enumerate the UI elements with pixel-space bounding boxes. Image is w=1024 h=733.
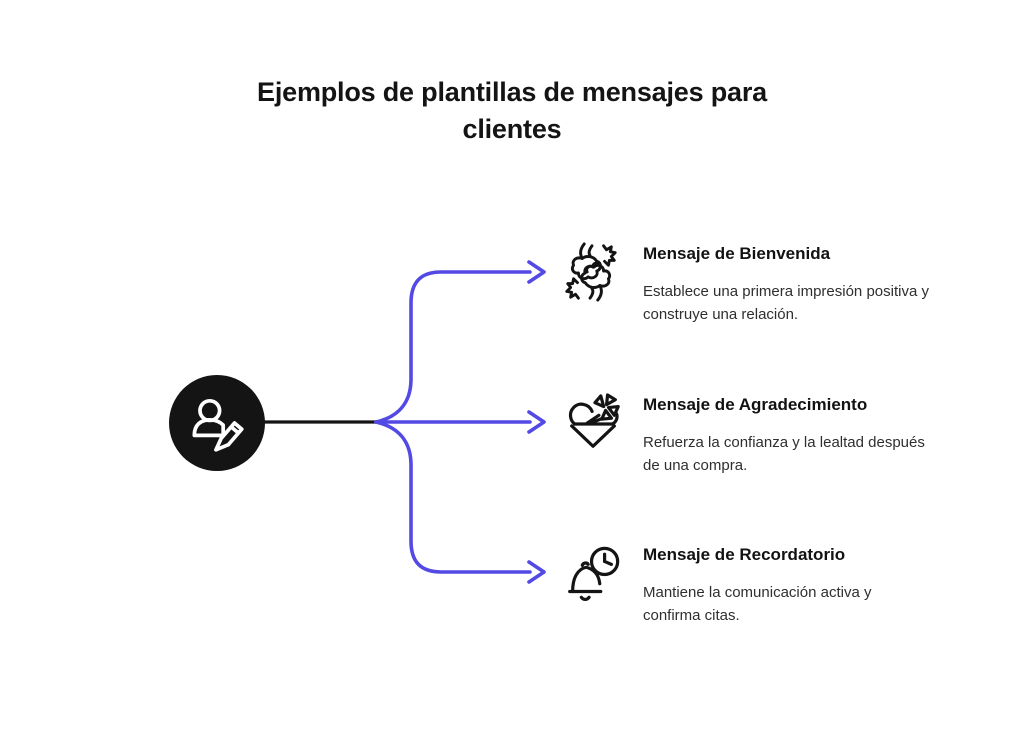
branch-bottom <box>374 420 532 574</box>
item-title-bienvenida: Mensaje de Bienvenida <box>643 244 831 263</box>
user-head <box>198 398 222 423</box>
item-desc-agradecimiento: Refuerza la confianza y la lealtad despu… <box>643 434 925 474</box>
pencil <box>214 421 244 452</box>
arrowhead-middle-icon <box>527 410 546 434</box>
item-title-recordatorio: Mensaje de Recordatorio <box>643 545 846 564</box>
clock-hands <box>602 552 613 566</box>
item-desc-bienvenida: Establece una primera impresión positiva… <box>643 283 929 323</box>
arrowhead-bottom-icon <box>527 560 546 584</box>
gift-heart-icon <box>568 393 620 448</box>
arrowhead-top-icon <box>527 260 546 284</box>
page-title: Ejemplos de plantillas de mensajes para … <box>257 77 767 144</box>
center-node <box>169 375 265 471</box>
branch-top <box>374 270 532 424</box>
user-body <box>192 418 226 438</box>
bell-clock-icon <box>568 546 620 602</box>
item-desc-recordatorio: Mantiene la comunicación activa y confir… <box>643 584 872 624</box>
user-edit-icon <box>192 398 244 452</box>
item-title-agradecimiento: Mensaje de Agradecimiento <box>643 395 868 414</box>
handshake-icon <box>565 242 617 302</box>
